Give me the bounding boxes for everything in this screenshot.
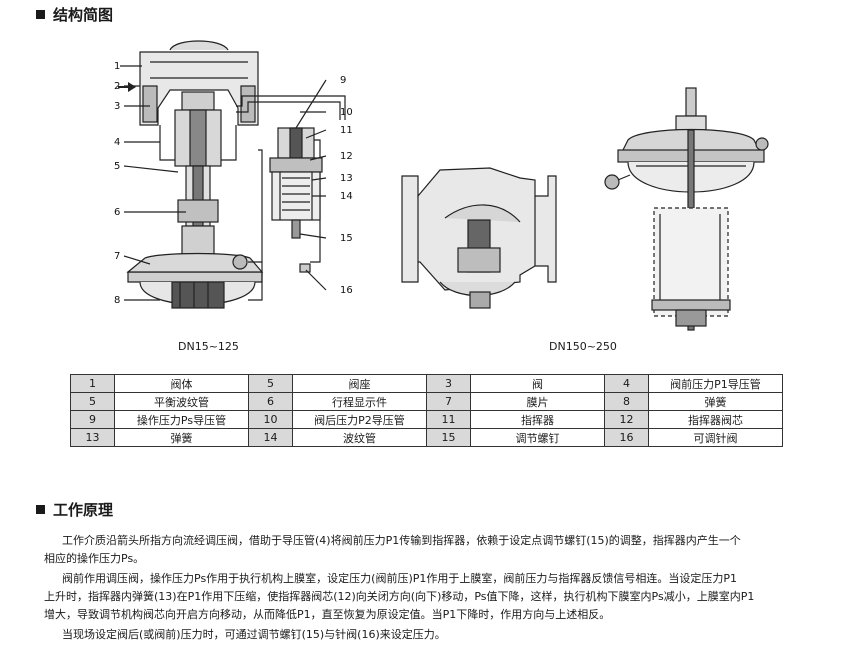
part-number: 6	[248, 392, 293, 411]
paragraph-line: 上升时，指挥器内弹簧(13)在P1作用下压缩，使指挥器阀芯(12)向关闭方向(向…	[44, 590, 755, 603]
part-name: 阀体	[114, 374, 249, 393]
part-name: 阀座	[292, 374, 427, 393]
principle-paragraph-1: 工作介质沿箭头所指方向流经调压阀，借助于导压管(4)将阀前压力P1传输到指挥器，…	[44, 532, 814, 568]
caption-dn150-250: DN150~250	[549, 340, 617, 353]
part-number: 4	[604, 374, 649, 393]
paragraph-line: 相应的操作压力Ps。	[44, 552, 145, 565]
part-number: 7	[426, 392, 471, 411]
table-row: 13 弹簧 14 波纹管 15 调节螺钉 16 可调针阀	[70, 428, 783, 447]
part-number: 15	[426, 428, 471, 447]
table-row: 1 阀体 5 阀座 3 阀 4 阀前压力P1导压管	[70, 374, 783, 393]
principle-paragraph-2: 阀前作用调压阀，操作压力Ps作用于执行机构上膜室，设定压力(阀前压)P1作用于上…	[44, 570, 814, 624]
part-name: 膜片	[470, 392, 605, 411]
square-bullet-icon	[36, 505, 45, 514]
section-title-structure: 结构简图	[36, 4, 113, 25]
callout-11: 11	[340, 125, 353, 136]
callout-15: 15	[340, 233, 353, 244]
part-name: 指挥器阀芯	[648, 410, 783, 429]
part-name: 行程显示件	[292, 392, 427, 411]
part-number: 16	[604, 428, 649, 447]
part-name: 波纹管	[292, 428, 427, 447]
part-number: 8	[604, 392, 649, 411]
callout-8: 8	[114, 295, 120, 306]
part-name: 阀	[470, 374, 605, 393]
callout-7: 7	[114, 251, 120, 262]
part-name: 可调针阀	[648, 428, 783, 447]
caption-dn15-125: DN15~125	[178, 340, 239, 353]
callout-13: 13	[340, 173, 353, 184]
part-name: 弹簧	[648, 392, 783, 411]
part-number: 3	[426, 374, 471, 393]
paragraph-line: 增大，导致调节机构阀芯向开启方向移动，从而降低P1，直至恢复为原设定值。当P1下…	[44, 608, 611, 621]
callout-5: 5	[114, 161, 120, 172]
part-number: 14	[248, 428, 293, 447]
section-title-text: 工作原理	[53, 501, 114, 519]
part-name: 指挥器	[470, 410, 605, 429]
part-number: 5	[248, 374, 293, 393]
callout-1: 1	[114, 61, 120, 72]
structure-diagram: 1 2 3 4 5 6 7 8 9 10 11 12 13 14 15 16	[114, 40, 769, 331]
callout-14: 14	[340, 191, 353, 202]
section-title-text: 结构简图	[53, 6, 114, 24]
part-number: 12	[604, 410, 649, 429]
square-bullet-icon	[36, 10, 45, 19]
paragraph-line: 工作介质沿箭头所指方向流经调压阀，借助于导压管(4)将阀前压力P1传输到指挥器，…	[62, 534, 741, 547]
part-name: 调节螺钉	[470, 428, 605, 447]
part-number: 5	[70, 392, 115, 411]
section-title-principle: 工作原理	[36, 499, 113, 520]
part-number: 11	[426, 410, 471, 429]
part-number: 10	[248, 410, 293, 429]
part-name: 阀前压力P1导压管	[648, 374, 783, 393]
callout-12: 12	[340, 151, 353, 162]
callout-4: 4	[114, 137, 120, 148]
part-name: 弹簧	[114, 428, 249, 447]
table-row: 5 平衡波纹管 6 行程显示件 7 膜片 8 弹簧	[70, 392, 783, 411]
paragraph-line: 阀前作用调压阀，操作压力Ps作用于执行机构上膜室，设定压力(阀前压)P1作用于上…	[62, 572, 738, 585]
callout-2: 2	[114, 81, 120, 92]
paragraph-line: 当现场设定阀后(或阀前)压力时，可通过调节螺钉(15)与针阀(16)来设定压力。	[62, 628, 446, 641]
parts-table: 1 阀体 5 阀座 3 阀 4 阀前压力P1导压管 5 平衡波纹管 6 行程显示…	[70, 374, 783, 447]
callout-3: 3	[114, 101, 120, 112]
part-name: 操作压力Ps导压管	[114, 410, 249, 429]
flow-arrow-icon	[118, 82, 136, 92]
callout-16: 16	[340, 285, 353, 296]
part-number: 13	[70, 428, 115, 447]
part-name: 阀后压力P2导压管	[292, 410, 427, 429]
part-name: 平衡波纹管	[114, 392, 249, 411]
part-number: 9	[70, 410, 115, 429]
table-row: 9 操作压力Ps导压管 10 阀后压力P2导压管 11 指挥器 12 指挥器阀芯	[70, 410, 783, 429]
part-number: 1	[70, 374, 115, 393]
callout-10: 10	[340, 107, 353, 118]
callout-9: 9	[340, 75, 346, 86]
principle-paragraph-3: 当现场设定阀后(或阀前)压力时，可通过调节螺钉(15)与针阀(16)来设定压力。	[44, 626, 814, 644]
callout-6: 6	[114, 207, 120, 218]
